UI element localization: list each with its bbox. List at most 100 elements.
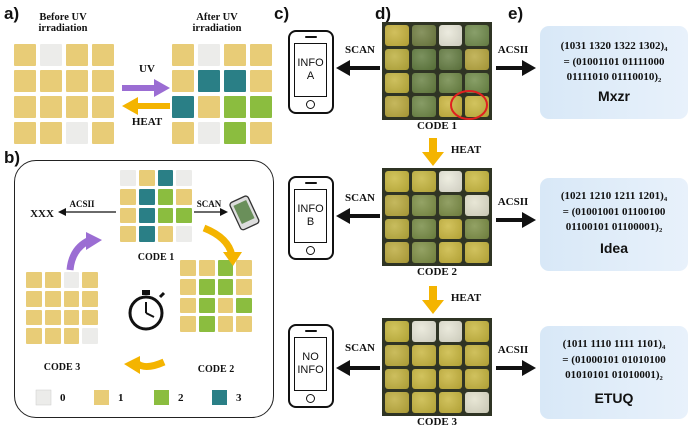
photo-code1 xyxy=(382,22,492,120)
grid-cell xyxy=(66,44,88,66)
grid-cell xyxy=(63,328,80,344)
grid-cell xyxy=(92,44,114,66)
result-binary-line2: 01010101 01010001)₂ xyxy=(565,369,663,381)
photo-code2 xyxy=(382,168,492,266)
photo-cell xyxy=(411,368,436,390)
grid-cell xyxy=(157,170,174,186)
grid-cell xyxy=(176,226,192,242)
before-uv-label: Before UV irradiation xyxy=(38,12,88,34)
photo-cell xyxy=(438,344,463,366)
photo-cell xyxy=(438,25,463,46)
acsii-label-2: ACSII xyxy=(497,196,529,208)
photo-cell xyxy=(465,321,489,342)
photo-cell xyxy=(411,96,436,117)
result-box-code3: (1011 1110 1111 1101)₄ = (01000101 01010… xyxy=(540,326,688,419)
stopwatch-icon xyxy=(128,290,166,331)
grid-cell xyxy=(120,207,136,224)
grid-cell xyxy=(224,96,246,118)
heat-label-1: HEAT xyxy=(450,144,482,156)
grid-cell xyxy=(92,70,114,92)
grid-cell xyxy=(176,188,192,205)
grid-cell xyxy=(236,316,252,332)
panel-b-frame xyxy=(14,160,274,418)
grid-cell xyxy=(63,272,80,288)
legend-swatch-3 xyxy=(212,390,227,405)
scan-arrows xyxy=(336,60,380,376)
photo-cell xyxy=(438,368,463,390)
panel-b-code2-label: CODE 2 xyxy=(197,364,235,375)
grid-cell xyxy=(26,272,42,288)
acsii-arrow-1 xyxy=(496,60,536,76)
grid-cell xyxy=(224,122,246,144)
photo-cell xyxy=(465,96,489,117)
heat-label-2: HEAT xyxy=(450,292,482,304)
grid-cell xyxy=(14,96,36,118)
grid-cell xyxy=(40,70,62,92)
grid-cell xyxy=(198,70,220,92)
decoded-word: Idea xyxy=(599,240,628,256)
grid-cell xyxy=(176,170,192,186)
acsii-arrow-2 xyxy=(496,212,536,228)
after-uv-label: After UV irradiation xyxy=(192,12,242,34)
grid-cell xyxy=(82,290,98,307)
photo-cell xyxy=(385,218,409,240)
decoded-word: ETUQ xyxy=(594,390,634,406)
photo-cell xyxy=(411,171,436,192)
phone-screen-text: INFO A xyxy=(294,43,327,97)
grid-cell xyxy=(157,188,174,205)
panel-b-arrows xyxy=(35,195,260,406)
grid-cell xyxy=(198,278,215,295)
photo-cell xyxy=(465,218,489,240)
grid-cell xyxy=(44,328,61,344)
legend-label-3: 3 xyxy=(236,392,242,404)
grid-cell xyxy=(172,96,194,118)
grid-cell xyxy=(217,297,234,314)
grid-cell xyxy=(44,272,61,288)
photo-cell xyxy=(465,72,489,94)
heat-label: HEAT xyxy=(131,116,163,128)
phone-info-b: INFO B xyxy=(288,176,334,260)
grid-cell xyxy=(217,260,234,276)
uv-arrow xyxy=(122,79,170,97)
grid-code1 xyxy=(120,170,192,242)
panel-b-code1-label: CODE 1 xyxy=(137,252,175,263)
photo-code3-label: CODE 3 xyxy=(416,416,458,428)
grid-cell xyxy=(236,260,252,276)
grid-cell xyxy=(172,70,194,92)
photo-cell xyxy=(465,344,489,366)
grid-code3 xyxy=(26,272,98,344)
photo-cell xyxy=(465,25,489,46)
phone-no-info: NO INFO xyxy=(288,324,334,408)
xxx-label: XXX xyxy=(30,208,54,220)
legend-label-0: 0 xyxy=(60,392,66,404)
photo-cell xyxy=(438,171,463,192)
grid-cell xyxy=(120,188,136,205)
grid-before xyxy=(14,44,114,144)
grid-cell xyxy=(224,44,246,66)
grid-cell xyxy=(198,122,220,144)
legend-swatch-1 xyxy=(94,390,109,405)
grid-cell xyxy=(82,309,98,326)
panel-label-a: a) xyxy=(4,4,20,23)
legend-swatch-0 xyxy=(35,389,52,406)
scan-label-2: SCAN xyxy=(345,192,375,204)
photo-cell xyxy=(411,218,436,240)
photo-cell xyxy=(465,368,489,390)
grid-cell xyxy=(198,44,220,66)
photo-cell xyxy=(385,72,409,94)
result-quaternary: (1021 1210 1211 1201)₄ xyxy=(560,190,668,202)
grid-cell xyxy=(82,272,98,288)
grid-cell xyxy=(157,207,174,224)
result-box-code1: (1031 1320 1322 1302)₄ = (01001101 01111… xyxy=(540,26,688,119)
photo-cell xyxy=(411,321,436,342)
grid-cell xyxy=(92,122,114,144)
grid-cell xyxy=(40,122,62,144)
photo-cell xyxy=(385,392,409,413)
phone-screen-text: NO INFO xyxy=(294,337,327,391)
grid-cell xyxy=(44,290,61,307)
uv-label: UV xyxy=(139,63,155,75)
photo-code3 xyxy=(382,318,492,416)
grid-cell xyxy=(14,44,36,66)
grid-cell xyxy=(44,309,61,326)
grid-cell xyxy=(172,122,194,144)
